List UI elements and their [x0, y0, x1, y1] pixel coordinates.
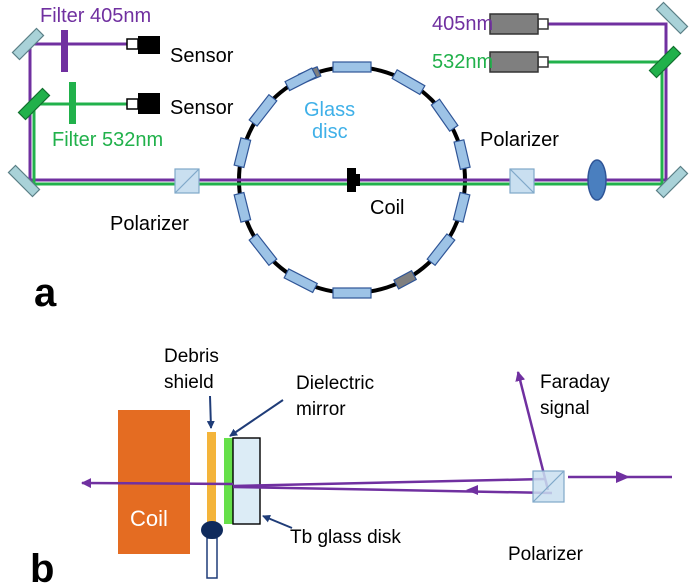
lens: [587, 159, 607, 201]
sensor-bottom-device: [126, 93, 160, 114]
glass-disc-label-line1: Glass: [304, 99, 355, 121]
dielectric-label-line1: Dielectric: [296, 373, 374, 394]
coil-block: [118, 410, 190, 554]
corner-mirror-top-right: [655, 1, 689, 35]
coil-label-a: Coil: [370, 197, 404, 219]
debris-label-line1: Debris: [164, 346, 219, 367]
polarizer-right-cube: [509, 168, 535, 194]
laser-532-device: [489, 51, 549, 73]
corner-mirror-bottom-right: [655, 165, 689, 199]
laser-405-label: 405nm: [432, 13, 493, 35]
ring-tile: [233, 137, 252, 169]
debris-label-line2: shield: [164, 372, 214, 393]
beam-faraday-signal: [515, 371, 550, 491]
ring-tile: [248, 233, 278, 267]
faraday-label-line2: signal: [540, 398, 590, 419]
polarizer-left-cube: [174, 168, 200, 194]
polarizer-b-label: Polarizer: [508, 544, 584, 565]
filter-532-element: [69, 82, 76, 124]
debris-pointer-arrow: [206, 395, 215, 429]
dielectric-label-line2: mirror: [296, 399, 346, 420]
dielectric-pointer-arrow: [229, 399, 284, 437]
panel-b: Coil: [30, 346, 672, 588]
filter-532-label: Filter 532nm: [52, 129, 163, 151]
faraday-label-line1: Faraday: [540, 372, 610, 393]
glass-disc-label-line2: disc: [312, 121, 348, 143]
polarizer-b-cube: [532, 470, 565, 503]
tb-glass-disk-element: [232, 437, 261, 525]
beam-outgoing-left: [81, 478, 234, 489]
ring-tile: [453, 139, 471, 171]
corner-mirror-mid-left: [17, 87, 51, 121]
polarizer-left-label: Polarizer: [110, 213, 189, 235]
glass-disc-ring: [233, 61, 471, 299]
ring-tile: [233, 191, 252, 223]
ring-tile: [283, 268, 319, 294]
corner-mirror-top-left: [11, 27, 45, 61]
coil-label-b: Coil: [130, 506, 168, 531]
tb-glass-disk-label: Tb glass disk: [290, 527, 401, 548]
polarizer-right-label: Polarizer: [480, 129, 559, 151]
tb-disk-pointer-arrow: [262, 514, 293, 529]
panel-a-label: a: [34, 271, 57, 315]
filter-405-element: [61, 30, 68, 72]
beam-532-path: [32, 60, 664, 186]
mount-knob: [201, 521, 223, 539]
laser-405-device: [489, 13, 549, 35]
ring-tile: [284, 67, 318, 92]
sensor-top-device: [126, 36, 160, 54]
panel-b-label: b: [30, 547, 54, 588]
ring-tile: [393, 269, 418, 290]
debris-shield-element: [207, 432, 216, 524]
panel-a: Filter 405nm Filter 532nm Sensor Sensor …: [7, 1, 689, 315]
corner-mirror-mid-right: [648, 45, 682, 79]
laser-532-label: 532nm: [432, 51, 493, 73]
ring-tile: [426, 233, 456, 267]
sensor-top-label: Sensor: [170, 45, 234, 67]
dielectric-mirror-element: [224, 438, 233, 524]
beam-to-mirror: [232, 477, 546, 488]
beam-incoming: [568, 471, 672, 483]
filter-405-label: Filter 405nm: [40, 5, 151, 27]
coil-device: [347, 168, 360, 192]
beam-reflected: [232, 485, 553, 495]
corner-mirror-bottom-left: [7, 164, 41, 198]
ring-tile: [430, 98, 459, 133]
sensor-bottom-label: Sensor: [170, 97, 234, 119]
ring-tile: [452, 191, 471, 223]
ring-tile: [332, 61, 372, 73]
ring-tiles: [233, 61, 471, 299]
mount-post: [206, 537, 218, 579]
ring-tile: [248, 93, 278, 127]
ring-tile: [391, 68, 426, 96]
ring-tile: [332, 287, 372, 299]
